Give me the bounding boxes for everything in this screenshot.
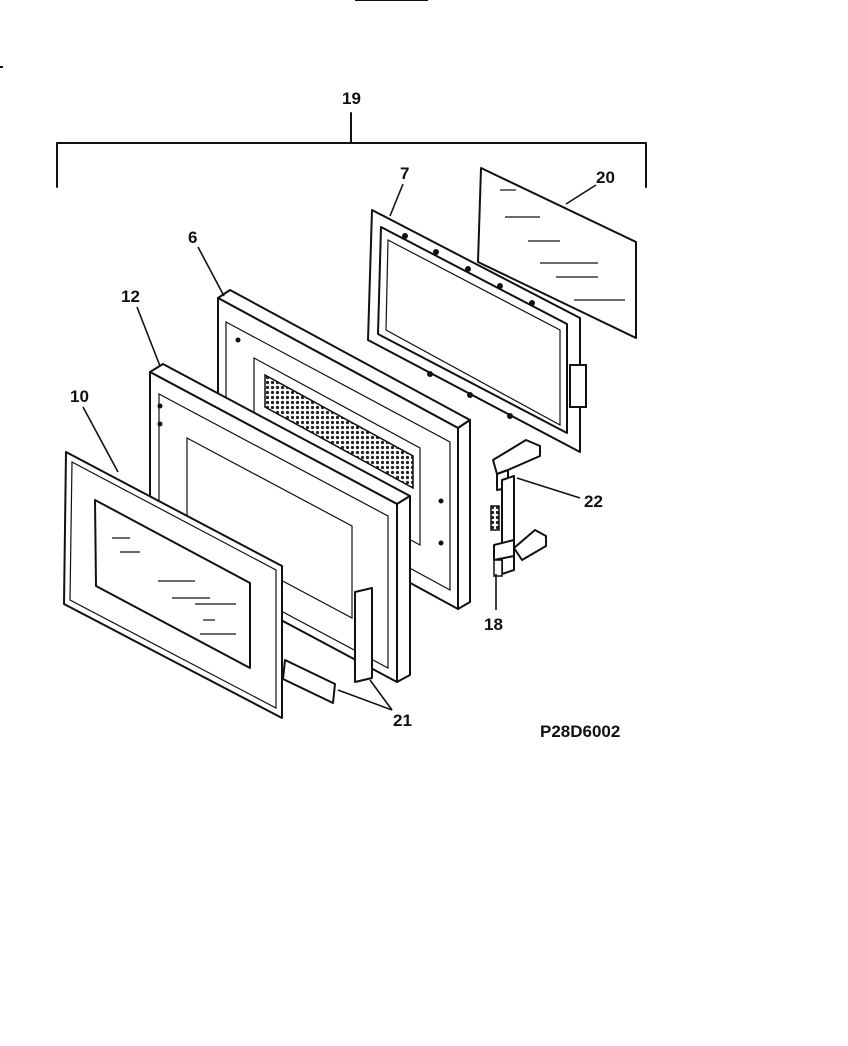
part-7-gasket-frame: [367, 209, 587, 453]
callout-20: 20: [596, 168, 615, 187]
drawing-code: P28D6002: [540, 722, 620, 741]
callout-19: 19: [342, 89, 361, 108]
part-20-glass: [477, 167, 637, 339]
part-21-choke-cover: [282, 587, 373, 704]
leader-lines: [82, 183, 597, 711]
callout-18: 18: [484, 615, 503, 634]
callout-6: 6: [188, 228, 197, 247]
callout-21: 21: [393, 711, 412, 730]
assembly-bracket: [56, 112, 647, 188]
callout-7: 7: [400, 164, 409, 183]
part-10-outer-door: [63, 451, 283, 719]
part-18-latch: [490, 475, 547, 577]
callout-10: 10: [70, 387, 89, 406]
part-12-choke-frame: [149, 363, 411, 683]
callout-12: 12: [121, 287, 140, 306]
callout-22: 22: [584, 492, 603, 511]
